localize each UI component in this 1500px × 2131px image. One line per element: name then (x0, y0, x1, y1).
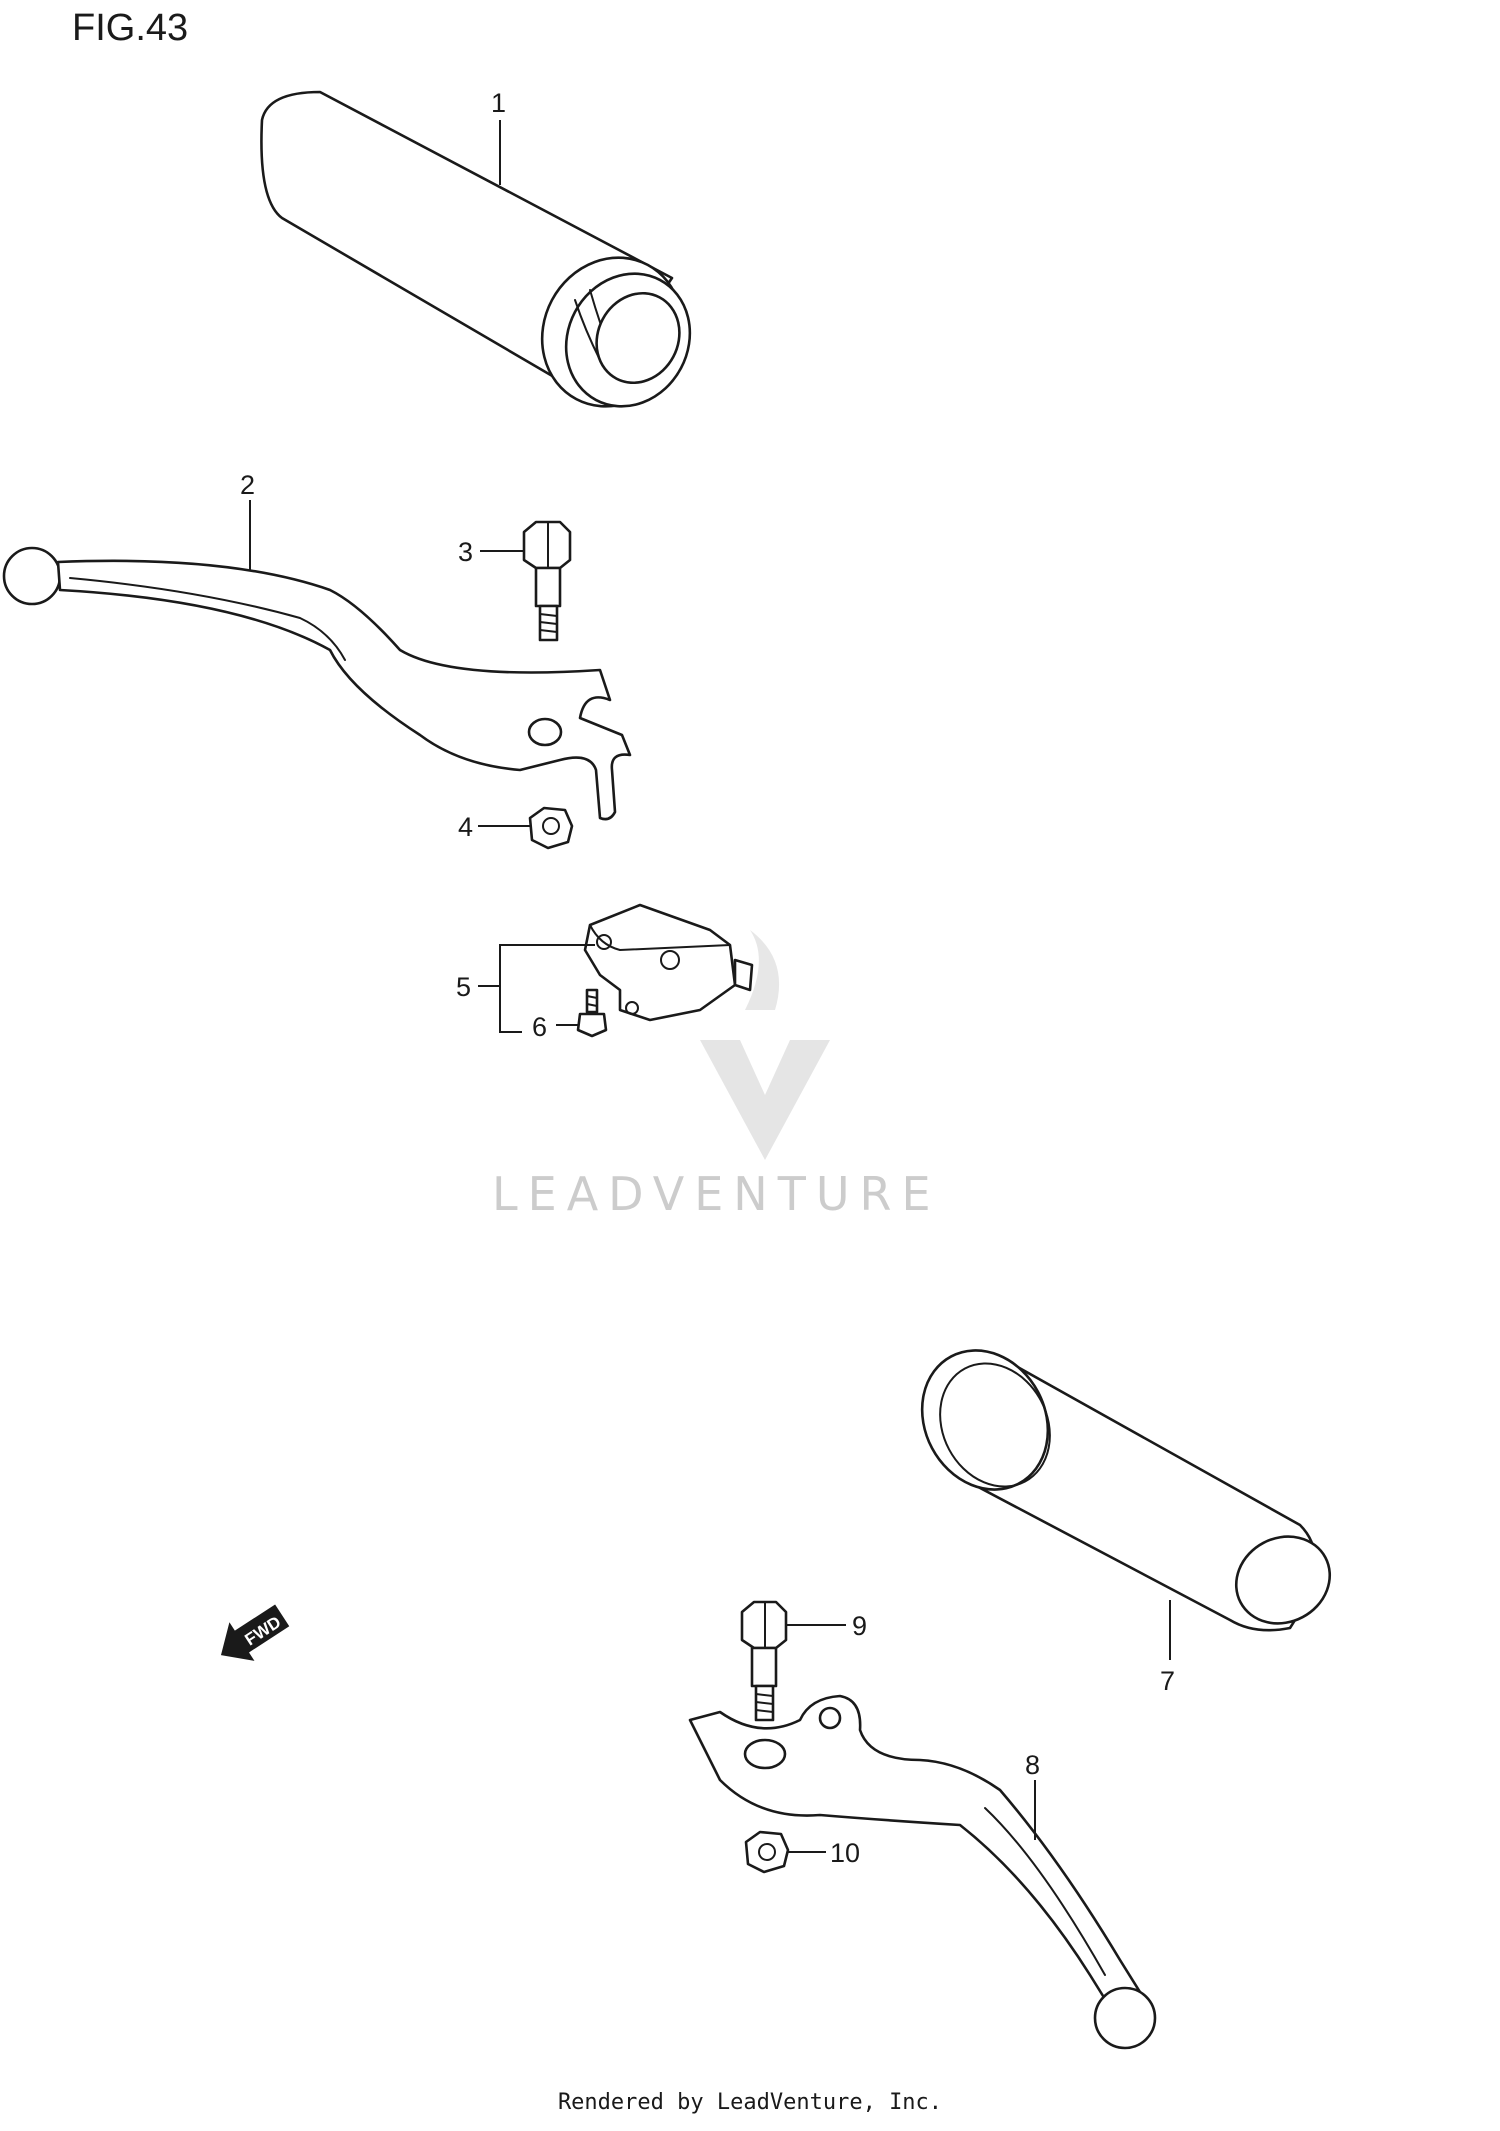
grip-left (260, 90, 692, 408)
watermark-logo (700, 930, 830, 1160)
callout-4: 4 (458, 812, 473, 842)
screw-switch (576, 988, 608, 1038)
callout-2: 2 (240, 470, 255, 500)
bolt-lower (740, 1600, 788, 1722)
brake-switch (583, 903, 754, 1022)
callout-10: 10 (830, 1838, 860, 1868)
nut-upper (528, 806, 574, 850)
lever-upper (2, 546, 632, 821)
lever-lower (688, 1694, 1157, 2050)
bolt-upper (522, 520, 572, 642)
callout-8: 8 (1025, 1750, 1040, 1780)
callout-3: 3 (458, 537, 473, 567)
grip-right (920, 1349, 1332, 1632)
callout-9: 9 (852, 1611, 867, 1641)
figure-title: FIG.43 (72, 7, 188, 49)
arrow-left-down-icon: FWD (220, 1604, 290, 1661)
callout-1: 1 (491, 88, 506, 118)
callout-6: 6 (532, 1012, 547, 1042)
footer-credit: Rendered by LeadVenture, Inc. (557, 2090, 943, 2115)
callout-7: 7 (1160, 1666, 1175, 1696)
watermark-text: LEADVENTURE (492, 1167, 941, 1221)
callout-5: 5 (456, 972, 471, 1002)
nut-lower (744, 1830, 790, 1874)
leader-5-bracket (499, 944, 595, 1033)
